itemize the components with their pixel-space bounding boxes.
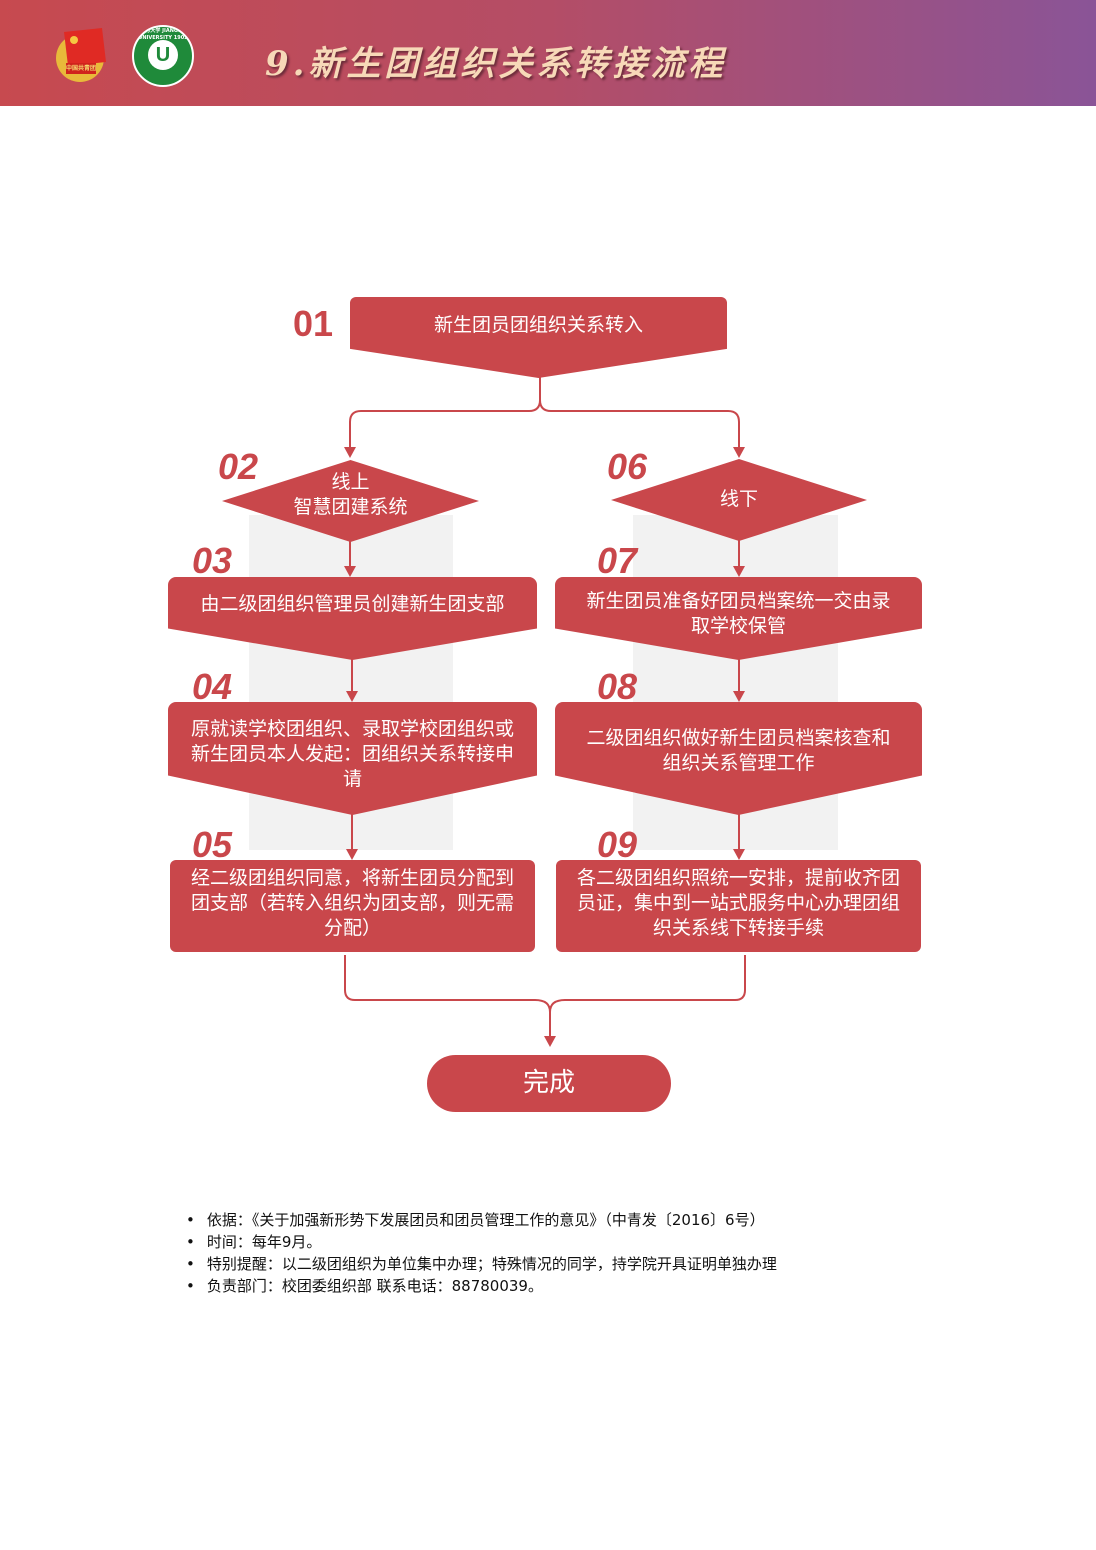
step-09-text: 各二级团组织照统一安排，提前收齐团员证，集中到一站式服务中心办理团组织关系线下转… xyxy=(576,867,900,939)
step-02-text: 线上 智慧团建系统 xyxy=(293,471,408,518)
step-06-text: 线下 xyxy=(719,488,758,510)
step-number-04: 04 xyxy=(192,666,233,707)
step-number-07: 07 xyxy=(597,540,638,581)
step-number-02: 02 xyxy=(218,446,259,487)
page-title: 9.新生团组织关系转接流程 xyxy=(265,44,727,84)
step-number-09: 09 xyxy=(597,824,638,865)
step-09-box: 各二级团组织照统一安排，提前收齐团员证，集中到一站式服务中心办理团组织关系线下转… xyxy=(556,860,921,952)
done-terminal: 完成 xyxy=(427,1055,671,1112)
note-reminder: 特别提醒：以二级团组织为单位集中办理；特殊情况的同学，持学院开具证明单独办理 xyxy=(186,1253,777,1275)
note-department: 负责部门：校团委组织部 联系电话：88780039。 xyxy=(186,1275,777,1297)
notes-list: 依据：《关于加强新形势下发展团员和团员管理工作的意见》（中青发〔2016〕6号）… xyxy=(186,1209,777,1297)
youth-league-logo-text: 中国共青团 xyxy=(66,65,96,72)
step-08-text: 二级团组织做好新生团员档案核查和组织关系管理工作 xyxy=(586,727,891,774)
header-banner: 中国共青团 U 江苏大学 JIANGSU UNIVERSITY 1902 9.新… xyxy=(0,0,1096,106)
step-number-08: 08 xyxy=(597,666,638,707)
jiangsu-university-logo: U 江苏大学 JIANGSU UNIVERSITY 1902 xyxy=(132,25,194,87)
jiangsu-university-logo-text: 江苏大学 JIANGSU UNIVERSITY 1902 xyxy=(138,28,188,41)
step-05-text: 经二级团组织同意，将新生团员分配到团支部（若转入组织为团支部，则无需分配） xyxy=(190,867,514,939)
youth-league-logo: 中国共青团 xyxy=(52,24,110,84)
step-04-text: 原就读学校团组织、录取学校团组织或新生团员本人发起：团组织关系转接申请 xyxy=(190,718,514,790)
step-01-text: 新生团员团组织关系转入 xyxy=(433,314,643,336)
step-03-text: 由二级团组织管理员创建新生团支部 xyxy=(200,593,505,615)
note-time: 时间：每年9月。 xyxy=(186,1231,777,1253)
done-text: 完成 xyxy=(522,1068,575,1098)
step-number-03: 03 xyxy=(192,540,233,581)
step-number-01: 01 xyxy=(293,303,334,344)
step-number-06: 06 xyxy=(607,446,648,487)
step-05-box: 经二级团组织同意，将新生团员分配到团支部（若转入组织为团支部，则无需分配） xyxy=(170,860,535,952)
step-number-05: 05 xyxy=(192,824,233,865)
step-07-text: 新生团员准备好团员档案统一交由录取学校保管 xyxy=(586,590,891,637)
university-u-mark: U xyxy=(148,40,178,70)
note-basis: 依据：《关于加强新形势下发展团员和团员管理工作的意见》（中青发〔2016〕6号） xyxy=(186,1209,777,1231)
